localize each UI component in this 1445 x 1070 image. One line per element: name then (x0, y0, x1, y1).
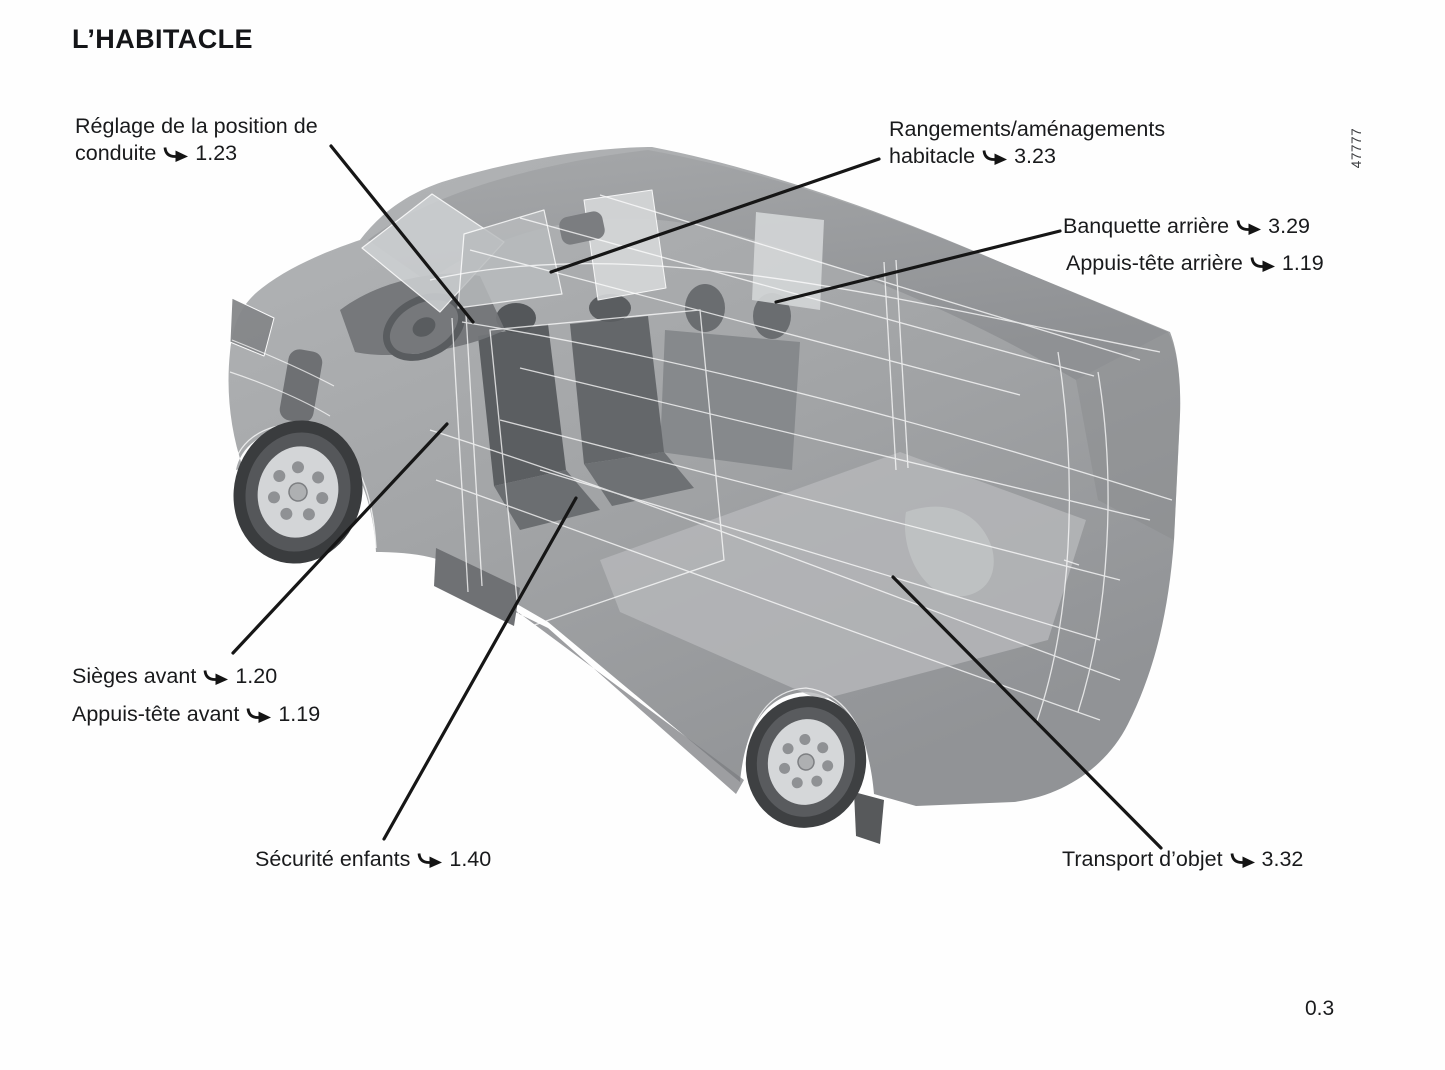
driver-seat-back (478, 324, 566, 486)
bumper-seam-2 (231, 339, 335, 387)
leader-storage (549, 157, 881, 274)
callout-text: Sécurité enfants (255, 847, 411, 871)
rear-headrest-left (685, 284, 725, 332)
passenger-seat-cushion (584, 452, 694, 506)
rear-wheelhouse (904, 506, 994, 597)
callout-page-ref: 1.20 (235, 664, 278, 688)
front-wheel (233, 420, 363, 564)
callout-object-transport: Transport d’objet 3.32 (1062, 846, 1303, 873)
rear-mudflap (854, 792, 884, 844)
callout-rear-headrests: Appuis-tête arrière 1.19 (1066, 250, 1324, 277)
leader-driving-position (329, 144, 475, 324)
panel-seam-lines (231, 194, 1173, 793)
steering-hub (412, 317, 436, 337)
passenger-seat-back (570, 316, 664, 464)
callout-front-seats: Sièges avant 1.20 (72, 663, 277, 690)
headlight (229, 297, 275, 357)
leader-front-seats (231, 422, 449, 655)
callout-text: Réglage de la position de conduite (75, 114, 318, 165)
far-side-glass (752, 212, 824, 310)
callout-page-ref: 1.40 (449, 847, 492, 871)
passenger-headrest (589, 294, 631, 322)
rocker-panel (470, 578, 744, 794)
driver-window (457, 209, 563, 309)
callout-text: Rangements/aménagements habitacle (889, 117, 1166, 168)
cross-ref-arrow-icon (982, 150, 1008, 165)
callout-text: Banquette arrière (1063, 214, 1230, 238)
callout-text: Appuis-tête avant (72, 702, 240, 726)
leader-rear-bench (774, 229, 1062, 304)
figure-reference-number: 47777 (1349, 127, 1364, 169)
page-number: 0.3 (1305, 997, 1335, 1020)
callout-rear-bench: Banquette arrière 3.29 (1063, 213, 1310, 240)
callout-text: Appuis-tête arrière (1066, 251, 1243, 275)
cross-ref-arrow-icon (1250, 257, 1275, 272)
door-step (434, 548, 520, 626)
callout-page-ref: 1.19 (278, 702, 321, 726)
callout-page-ref: 3.32 (1261, 847, 1304, 871)
leader-object-transport (891, 575, 1163, 850)
callout-text: Sièges avant (72, 664, 197, 688)
leader-lines (231, 144, 1163, 850)
callout-page-ref: 3.29 (1268, 214, 1310, 238)
driver-seat-cushion (494, 470, 600, 530)
cross-ref-arrow-icon (417, 853, 443, 868)
page-title: L’HABITACLE (72, 24, 253, 54)
van-cab (229, 189, 884, 844)
driver-headrest (496, 303, 536, 333)
callout-page-ref: 3.23 (1014, 144, 1056, 168)
rear-wheel (745, 696, 867, 828)
cross-ref-arrow-icon (203, 670, 229, 685)
cross-ref-arrow-icon (1230, 853, 1255, 868)
cross-ref-arrow-icon (163, 147, 189, 162)
leader-child-safety (382, 496, 578, 841)
callout-front-headrests: Appuis-tête avant 1.19 (72, 701, 320, 728)
left-door-mirror (279, 349, 323, 423)
cross-ref-arrow-icon (1236, 220, 1262, 235)
callout-text: Transport d’objet (1062, 847, 1223, 871)
right-door-mirror (559, 211, 605, 245)
van-roof (368, 150, 1168, 380)
rear-bench-back (660, 330, 800, 470)
bumper-seam-1 (229, 371, 331, 417)
van-interior (340, 212, 1086, 700)
cross-ref-arrow-icon (246, 708, 272, 723)
callout-page-ref: 1.23 (195, 141, 238, 165)
callout-page-ref: 1.19 (1281, 251, 1324, 275)
rear-quarter-shade (1076, 332, 1181, 540)
callout-child-safety: Sécurité enfants 1.40 (255, 846, 491, 873)
